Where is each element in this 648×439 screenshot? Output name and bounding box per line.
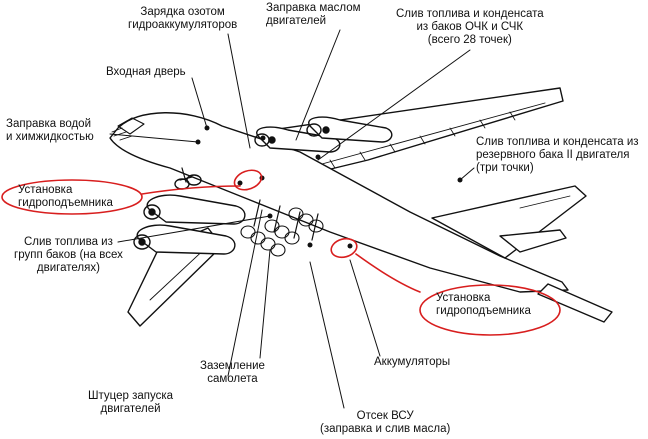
highlight-connector-left: [141, 185, 241, 195]
callout-hydro-lift-left: Установка гидроподъемника: [18, 184, 113, 209]
cockpit-glazing: [117, 117, 145, 135]
upper-engines: [254, 116, 393, 153]
callout-fuel-drain-ochk: Слив топлива и конденсата из баков ОЧК и…: [396, 8, 544, 46]
red-highlights: [1, 169, 561, 336]
main-gear: [240, 199, 324, 257]
upper-tailplane: [499, 229, 567, 253]
callout-oil-filling: Заправка маслом двигателей: [266, 2, 361, 27]
highlight-point-right: [330, 237, 358, 259]
fuselage: [109, 112, 569, 293]
highlight-label-left: [1, 179, 143, 215]
lower-engines: [133, 194, 246, 255]
right-wing-spoiler-ticks: [329, 111, 516, 169]
highlight-point-left: [233, 169, 263, 191]
callout-hydro-lift-right: Установка гидроподъемника: [436, 292, 531, 317]
callout-entry-door: Входная дверь: [106, 66, 186, 78]
callout-aircraft-grounding: Заземление самолета: [200, 360, 265, 385]
vertical-fin: [431, 185, 587, 259]
callout-fuel-drain-groups: Слив топлива из групп баков (на всех дви…: [14, 236, 123, 274]
highlight-connector-right: [355, 253, 421, 293]
callout-nitrogen-charging: Зарядка озотом гидроаккумуляторов: [128, 6, 238, 31]
lower-tailplane: [537, 283, 613, 323]
right-wing-flap-line: [299, 102, 546, 171]
callout-water-filling: Заправка водой и химжидкостью: [6, 118, 94, 143]
callout-fuel-drain-reserve: Слив топлива и конденсата из резервного …: [476, 136, 639, 174]
highlight-label-right: [419, 284, 561, 336]
callout-apu-compartment: Отсек ВСУ (заправка и слив масла): [320, 410, 451, 435]
leader-lines: [109, 29, 475, 409]
callout-batteries: Аккумуляторы: [374, 356, 451, 368]
callout-engine-start-fitting: Штуцер запуска двигателей: [88, 390, 174, 415]
